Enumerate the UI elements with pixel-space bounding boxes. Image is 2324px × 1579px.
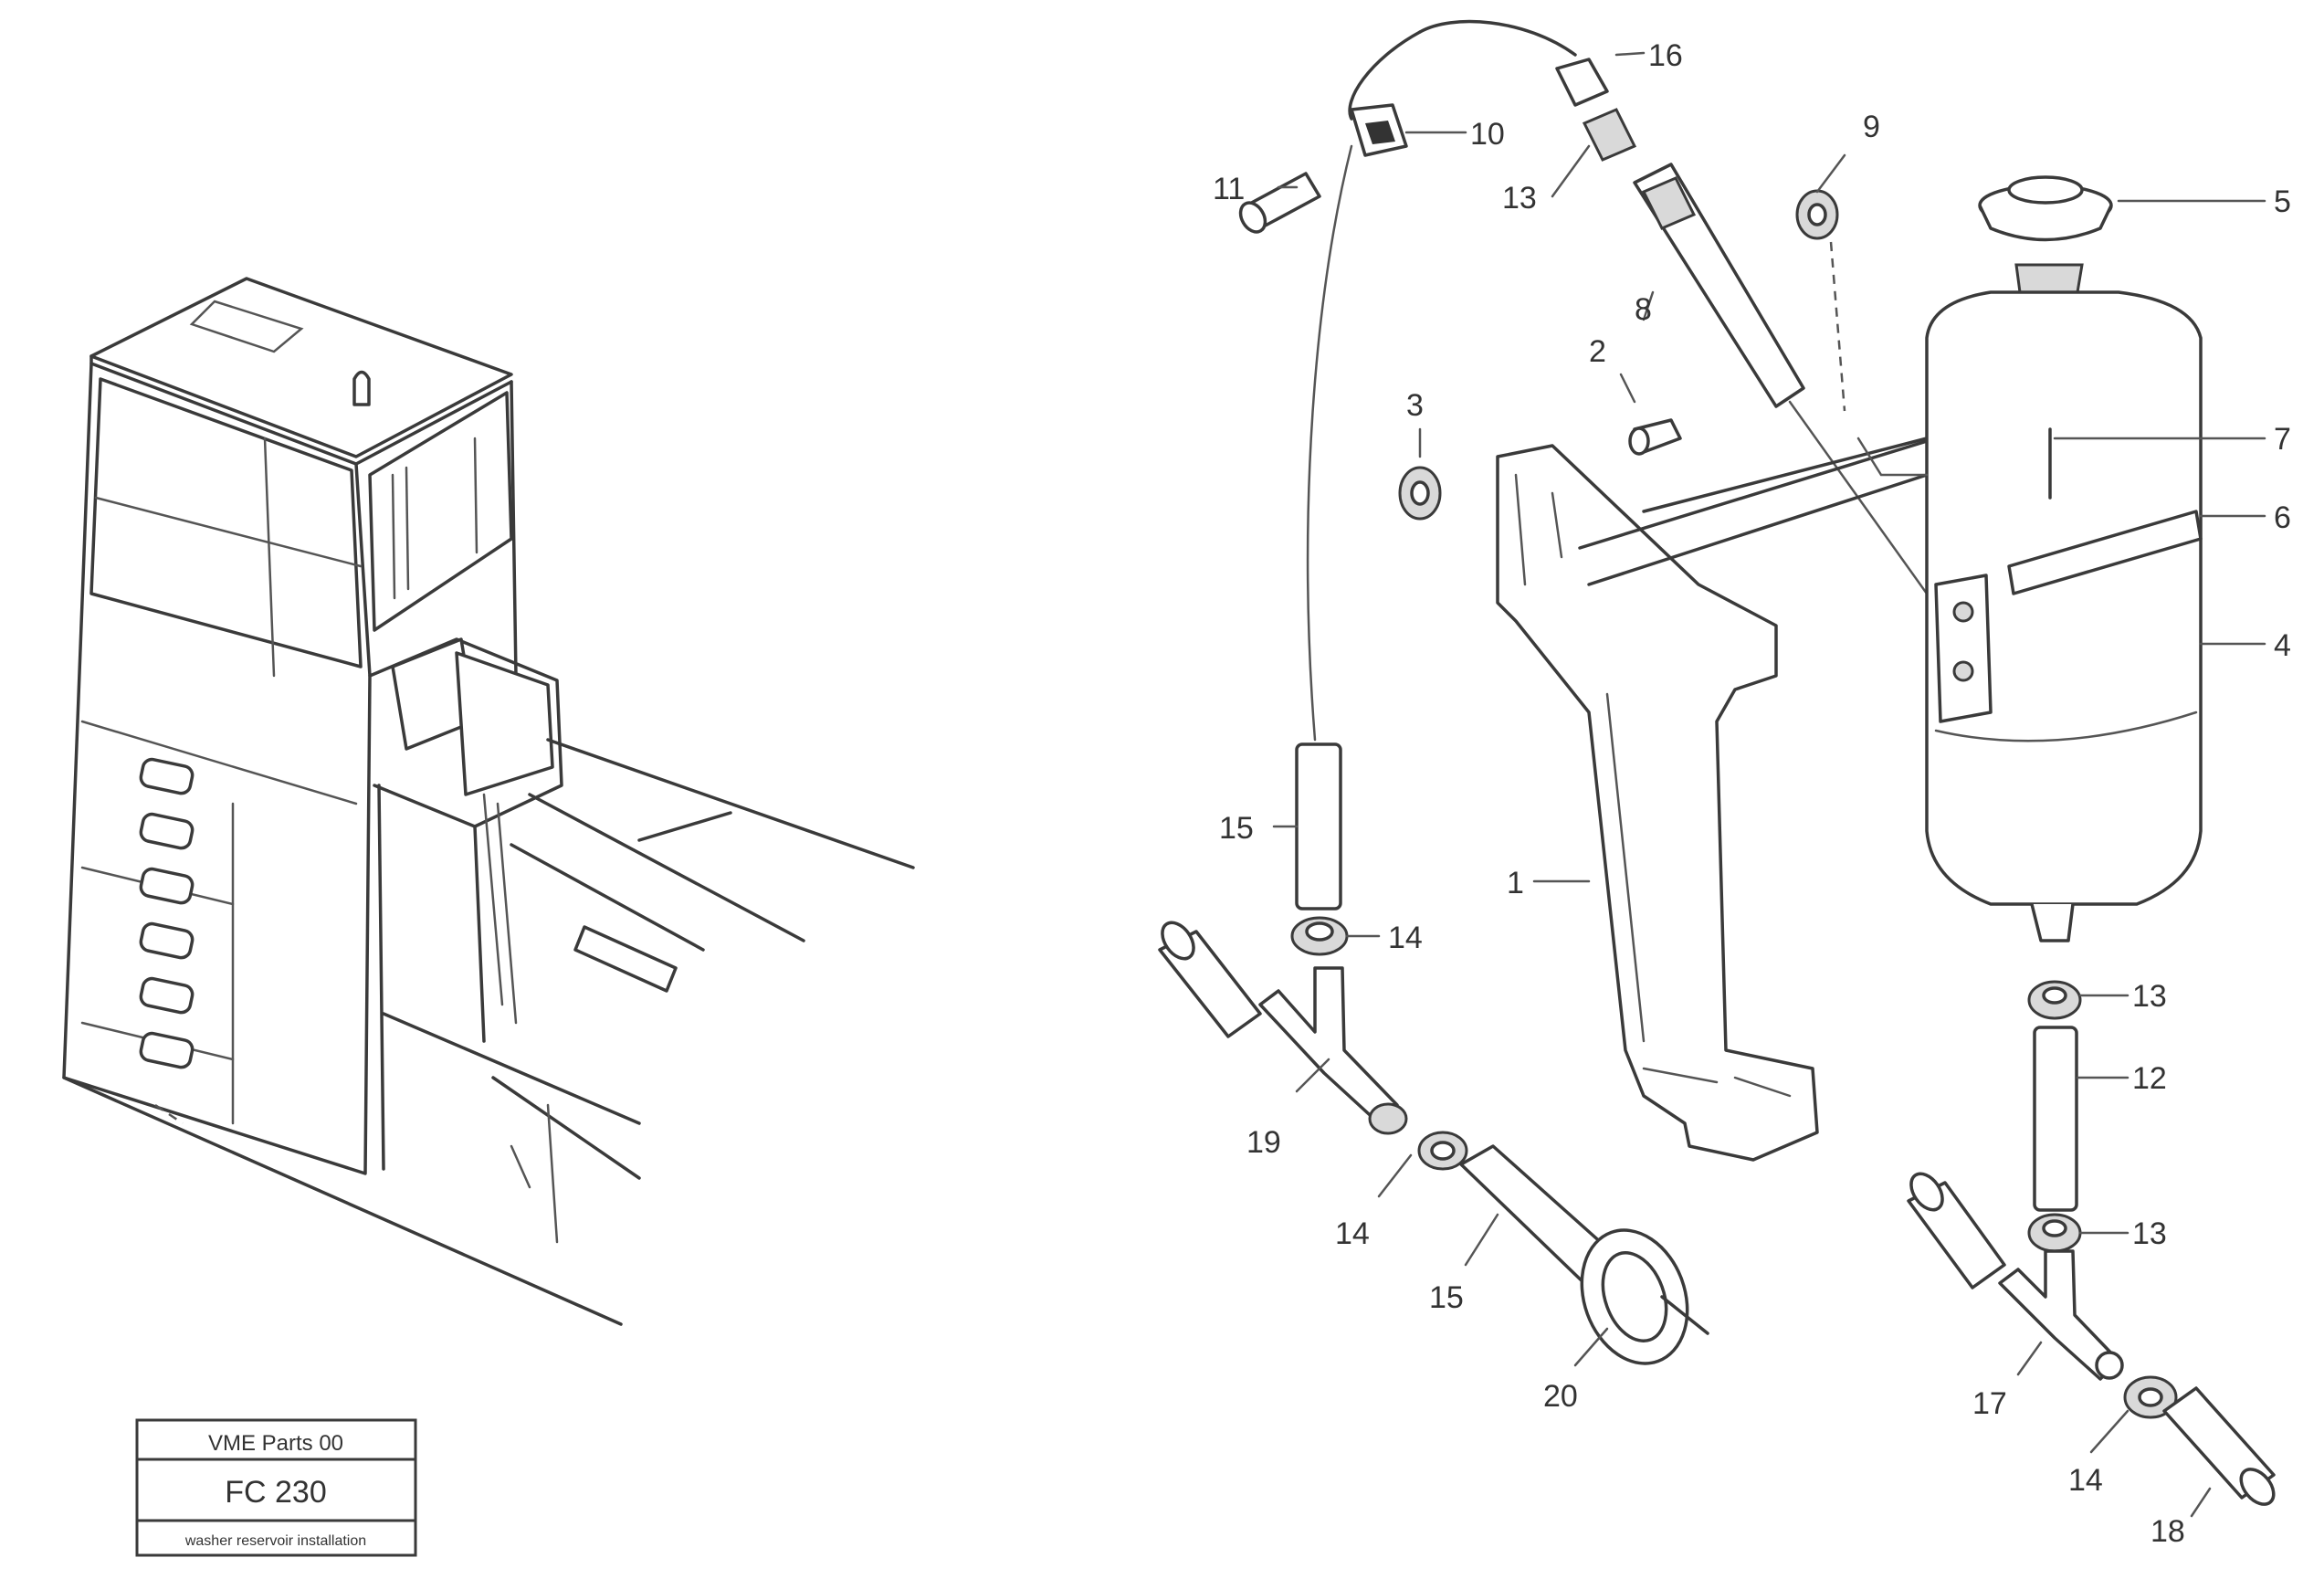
label-part-19: 19 <box>1246 1125 1281 1160</box>
label-part-13c: 13 <box>2132 1216 2167 1251</box>
reference-stamp: VME Parts 00 FC 230 washer reservoir ins… <box>135 1418 417 1557</box>
cab-vent-slots <box>139 757 195 1069</box>
label-part-15b: 15 <box>1429 1280 1464 1315</box>
leader-lines <box>1272 51 2266 1518</box>
stamp-line-3: washer reservoir installation <box>184 1533 366 1549</box>
label-part-5: 5 <box>2274 184 2291 219</box>
label-part-14b: 14 <box>1335 1216 1370 1251</box>
label-part-6: 6 <box>2274 500 2291 535</box>
label-part-9: 9 <box>1863 110 1880 144</box>
washer-reservoir <box>1795 175 2203 942</box>
label-part-10: 10 <box>1470 117 1505 152</box>
label-part-2: 2 <box>1589 334 1606 369</box>
lower-left-fittings <box>1158 921 1709 1365</box>
label-part-7: 7 <box>2274 422 2291 457</box>
label-part-16a: 16 <box>1648 38 1683 73</box>
label-part-14c: 14 <box>2068 1463 2103 1498</box>
label-part-3: 3 <box>1406 388 1424 423</box>
label-part-12: 12 <box>2132 1061 2167 1096</box>
label-part-14a: 14 <box>1388 921 1423 955</box>
stamp-line-1: VME Parts 00 <box>208 1431 343 1456</box>
stamp-line-2: FC 230 <box>225 1475 327 1510</box>
label-part-17: 17 <box>1972 1386 2007 1421</box>
lower-right-fittings <box>1907 980 2276 1506</box>
label-part-13a: 13 <box>1502 181 1537 216</box>
label-part-18a: 18 <box>2150 1514 2185 1549</box>
label-part-13b: 13 <box>2132 979 2167 1014</box>
label-part-8: 8 <box>1635 292 1652 327</box>
label-part-1: 1 <box>1507 866 1524 900</box>
label-part-4: 4 <box>2274 628 2291 663</box>
part-labels: 16 10 11 13 8 9 5 2 3 7 6 4 15 1 14 13 1… <box>1213 38 2291 1549</box>
label-part-20: 20 <box>1543 1379 1578 1414</box>
mounting-bracket <box>1398 418 1938 1162</box>
cab-overview-illustration <box>62 277 915 1326</box>
label-part-15a: 15 <box>1219 811 1254 846</box>
label-part-11: 11 <box>1213 172 1245 206</box>
